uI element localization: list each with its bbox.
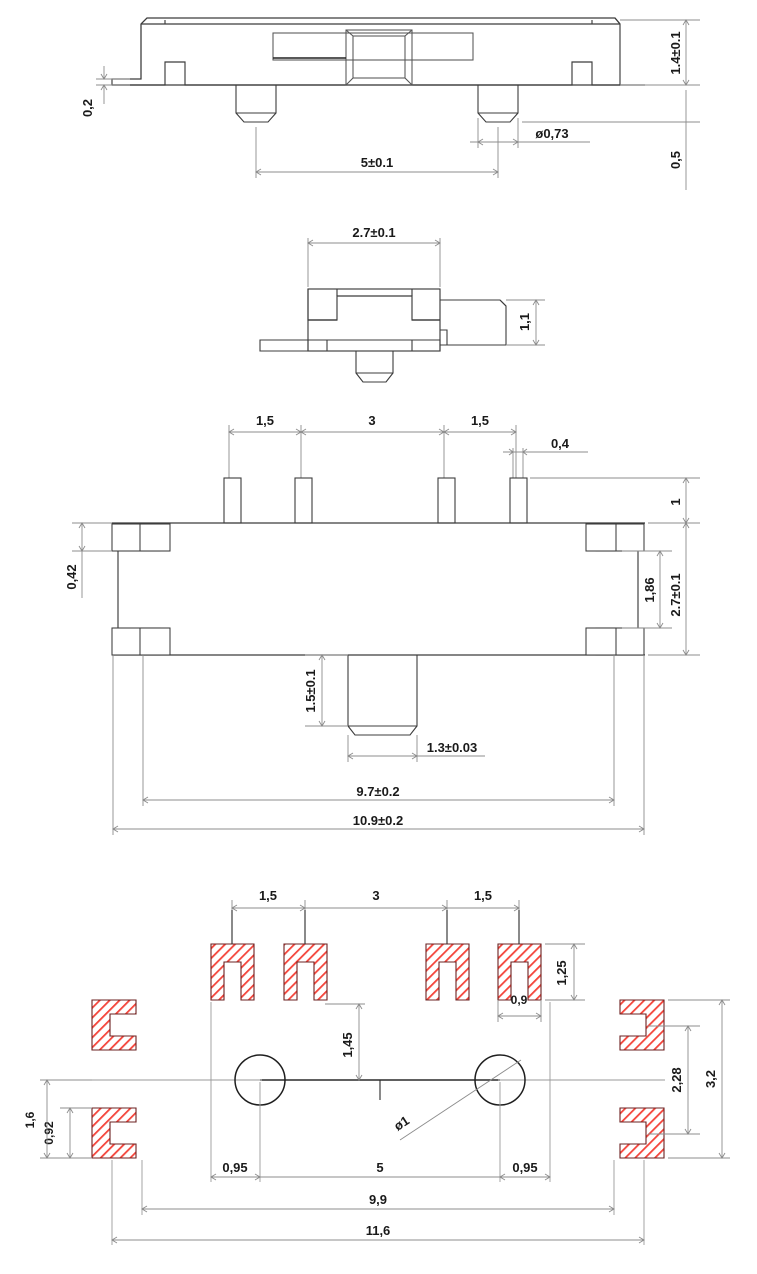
fp-hole-dia-leader — [399, 1059, 522, 1141]
dim-front-boss-dia — [470, 118, 590, 148]
dim-front-lead-thickness — [96, 66, 130, 104]
dim-label-fp-corner-pad-height: 0,92 — [42, 1121, 56, 1145]
dim-label-plan-pin-length: 1 — [668, 498, 683, 505]
front-elevation-view: 1.4±0.1 0,2 0,5 ø0,73 — [80, 17, 700, 190]
dim-label-plan-inner-depth: 1,86 — [642, 577, 657, 602]
dim-fp-outer-span — [111, 1236, 645, 1244]
fp-pin-leaders — [231, 910, 520, 944]
dim-label-fp-gap-center: 3 — [372, 888, 379, 903]
side-body-outline — [307, 288, 441, 352]
fp-corner-pad-top-right — [619, 999, 665, 1051]
side-base-plate — [259, 339, 441, 352]
dim-side-actuator-height — [506, 299, 545, 346]
fp-signal-pad-1 — [210, 943, 255, 1001]
dim-plan-corner-tab — [72, 522, 112, 598]
plan-corner-tabs — [111, 523, 645, 656]
dim-fp-inner-span — [141, 1205, 615, 1213]
dim-plan-actuator-travel — [305, 654, 348, 727]
dim-label-fp-gap-left: 1,5 — [259, 888, 277, 903]
dim-fp-corner-pad-height — [60, 1107, 92, 1159]
dim-label-plan-corner-tab: 0,42 — [64, 564, 79, 589]
side-elevation-view: 2.7±0.1 1,1 — [259, 225, 545, 383]
dim-label-boss-pitch: 5±0.1 — [361, 155, 393, 170]
dim-label-plan-outer-width: 10.9±0.2 — [353, 813, 404, 828]
dim-label-fp-gap-right: 1,5 — [474, 888, 492, 903]
dim-label-plan-actuator-travel: 1.5±0.1 — [303, 669, 318, 712]
dim-label-fp-hole-dia: ø1 — [391, 1113, 412, 1134]
dim-label-plan-inner-width: 9.7±0.2 — [356, 784, 399, 799]
dim-label-fp-pad-width: 0,9 — [511, 993, 528, 1007]
dim-label-fp-corner-pad-pitch: 2,28 — [669, 1067, 684, 1092]
dim-fp-pad-width — [497, 1000, 542, 1022]
dim-fp-corner-pad-span — [40, 1079, 92, 1159]
dim-label-fp-outer-span: 11,6 — [366, 1223, 391, 1238]
dim-label-boss-depth: 0,5 — [668, 151, 683, 169]
front-locating-boss-left — [235, 85, 277, 123]
fp-signal-pad-4 — [497, 943, 542, 1001]
plan-body-outline — [112, 522, 645, 656]
dim-fp-pad-height — [545, 943, 585, 1001]
dim-label-plan-gap-center: 3 — [368, 413, 375, 428]
side-locating-boss — [355, 351, 394, 383]
dim-label-actuator-height: 1,1 — [517, 313, 532, 331]
dim-plan-pin-chain — [228, 425, 517, 478]
front-body-outline — [111, 17, 645, 86]
pcb-footprint-view: 1,5 3 1,5 1,25 — [23, 888, 730, 1245]
plan-actuator-slot — [347, 655, 418, 736]
dim-plan-inner-width — [142, 655, 615, 806]
dim-plan-actuator-width — [347, 735, 485, 762]
fp-signal-pad-2 — [283, 943, 328, 1001]
dim-plan-pin-length — [530, 477, 700, 524]
dim-front-boss-pitch — [255, 127, 499, 178]
dim-fp-edge-right — [499, 1173, 551, 1181]
dim-front-body-height — [620, 19, 700, 86]
dim-label-fp-inner-span: 9,9 — [369, 1192, 387, 1207]
dim-front-boss-depth — [522, 90, 700, 190]
dim-plan-body-depth — [648, 522, 700, 656]
front-locating-boss-right — [477, 85, 519, 123]
dim-label-front-height: 1.4±0.1 — [668, 31, 683, 74]
dim-label-fp-pad-to-center: 1,45 — [340, 1032, 355, 1057]
dim-label-fp-edge-right: 0,95 — [512, 1160, 537, 1175]
dim-label-plan-gap-left: 1,5 — [256, 413, 274, 428]
dim-label-side-width: 2.7±0.1 — [352, 225, 395, 240]
front-slider-detail — [272, 29, 474, 86]
fp-corner-pad-bottom-right — [619, 1107, 665, 1159]
dim-fp-witness-lines — [111, 1002, 645, 1245]
dim-label-fp-corner-pad-span: 1,6 — [23, 1111, 37, 1128]
fp-corner-pad-bottom-left — [91, 1107, 137, 1159]
side-actuator-block — [440, 299, 507, 346]
dim-label-plan-body-depth: 2.7±0.1 — [668, 573, 683, 616]
dim-label-fp-pad-height: 1,25 — [554, 960, 569, 985]
dim-label-plan-pin-width: 0,4 — [551, 436, 570, 451]
plan-terminal-pins — [223, 477, 528, 524]
dim-side-width — [307, 238, 441, 287]
dim-plan-pin-width — [503, 448, 588, 478]
dim-label-plan-gap-right: 1,5 — [471, 413, 489, 428]
dim-fp-pin-chain — [231, 900, 520, 945]
dim-fp-corner-pad-pitch — [648, 1025, 700, 1135]
dim-label-plan-actuator-width: 1.3±0.03 — [427, 740, 478, 755]
dim-label-fp-edge-left: 0,95 — [222, 1160, 247, 1175]
fp-corner-pad-top-left — [91, 999, 137, 1051]
dim-fp-corner-outer-span — [668, 999, 730, 1159]
dim-label-boss-dia: ø0,73 — [535, 126, 568, 141]
dim-label-fp-hole-pitch: 5 — [376, 1160, 383, 1175]
dim-fp-pad-to-center — [325, 1003, 365, 1081]
dim-plan-outer-width — [112, 655, 645, 835]
dim-label-lead-thickness: 0,2 — [80, 99, 95, 117]
dim-plan-inner-depth — [622, 550, 672, 629]
plan-view: 1,5 3 1,5 0,4 — [64, 413, 700, 835]
fp-signal-pad-3 — [425, 943, 470, 1001]
dim-label-fp-corner-outer-span: 3,2 — [703, 1070, 718, 1088]
